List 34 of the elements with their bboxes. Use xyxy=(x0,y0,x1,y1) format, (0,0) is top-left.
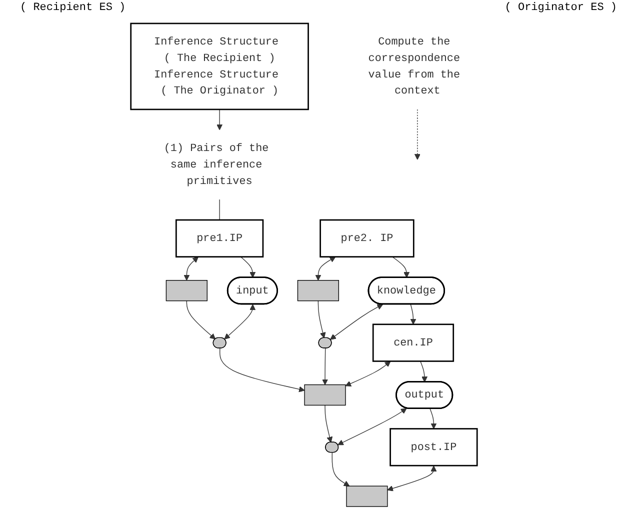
node-box xyxy=(166,280,208,302)
arrow xyxy=(216,109,223,130)
arrow xyxy=(184,256,198,281)
arrow xyxy=(324,404,333,443)
arrow xyxy=(420,360,428,382)
node-text: (1) Pairs of the same inference primitives xyxy=(164,142,269,188)
arrow xyxy=(186,300,216,340)
node-box: pre1.IP xyxy=(175,219,264,258)
arrow xyxy=(315,256,336,281)
node-box xyxy=(304,384,346,406)
arrow xyxy=(410,304,416,325)
node-text: Compute the correspondence value from the context xyxy=(368,36,460,98)
arrow xyxy=(392,256,410,278)
arrow xyxy=(330,304,384,340)
node-box: cen.IP xyxy=(372,324,454,362)
node-box xyxy=(297,280,339,302)
arrow xyxy=(345,361,391,386)
arrow xyxy=(338,408,407,446)
node-box: post.IP xyxy=(390,428,478,466)
arrow xyxy=(240,256,256,278)
arrow xyxy=(220,348,305,392)
arrow xyxy=(322,348,328,386)
column-heading: ( Originator ES ) xyxy=(504,2,617,14)
arrow xyxy=(414,109,420,160)
arrow xyxy=(430,408,437,430)
node-box xyxy=(346,486,388,507)
node-box: pre2. IP xyxy=(320,219,414,258)
arrow xyxy=(332,452,350,486)
arrow xyxy=(318,300,326,338)
arrow xyxy=(387,466,437,492)
arrow xyxy=(224,304,256,340)
column-heading: ( Recipient ES ) xyxy=(20,2,126,14)
connector xyxy=(219,199,220,220)
node-box: Inference Structure ( The Recipient ) Inference Structure ( The Originator ) xyxy=(130,22,309,110)
